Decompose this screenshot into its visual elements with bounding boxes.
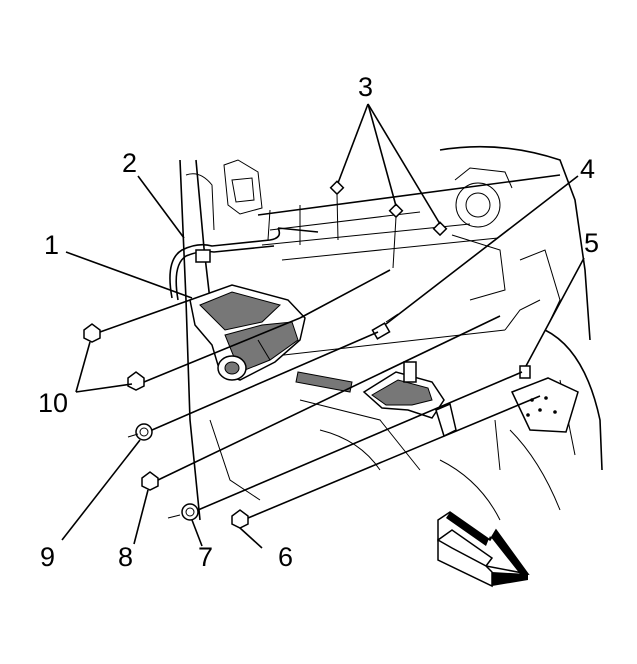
installation-lines — [99, 269, 541, 519]
right-panel-plate — [510, 365, 579, 433]
callout-9: 9 — [40, 542, 55, 572]
callout-3: 3 — [358, 72, 373, 102]
callout-7: 7 — [198, 542, 213, 572]
fastener-10a — [83, 323, 101, 343]
fastener-6 — [231, 509, 249, 529]
callout-1: 1 — [44, 230, 59, 260]
fastener-7 — [181, 503, 199, 521]
jack-hold-down-bolt — [371, 313, 399, 340]
fastener-9 — [135, 423, 153, 441]
callout-8: 8 — [118, 542, 133, 572]
jack-assembly — [189, 284, 306, 381]
callout-5: 5 — [584, 228, 599, 258]
callout-6: 6 — [278, 542, 293, 572]
callout-leaders — [61, 103, 585, 549]
callout-4: 4 — [580, 154, 595, 184]
wedge-bracket — [295, 361, 457, 438]
fastener-8 — [141, 471, 159, 491]
jack-handle-rod — [169, 227, 319, 301]
callout-10: 10 — [38, 388, 68, 418]
front-direction-arrow-icon — [437, 511, 530, 588]
fastener-10b — [127, 371, 145, 391]
retainer-clips — [329, 180, 448, 269]
callout-2: 2 — [122, 148, 137, 178]
